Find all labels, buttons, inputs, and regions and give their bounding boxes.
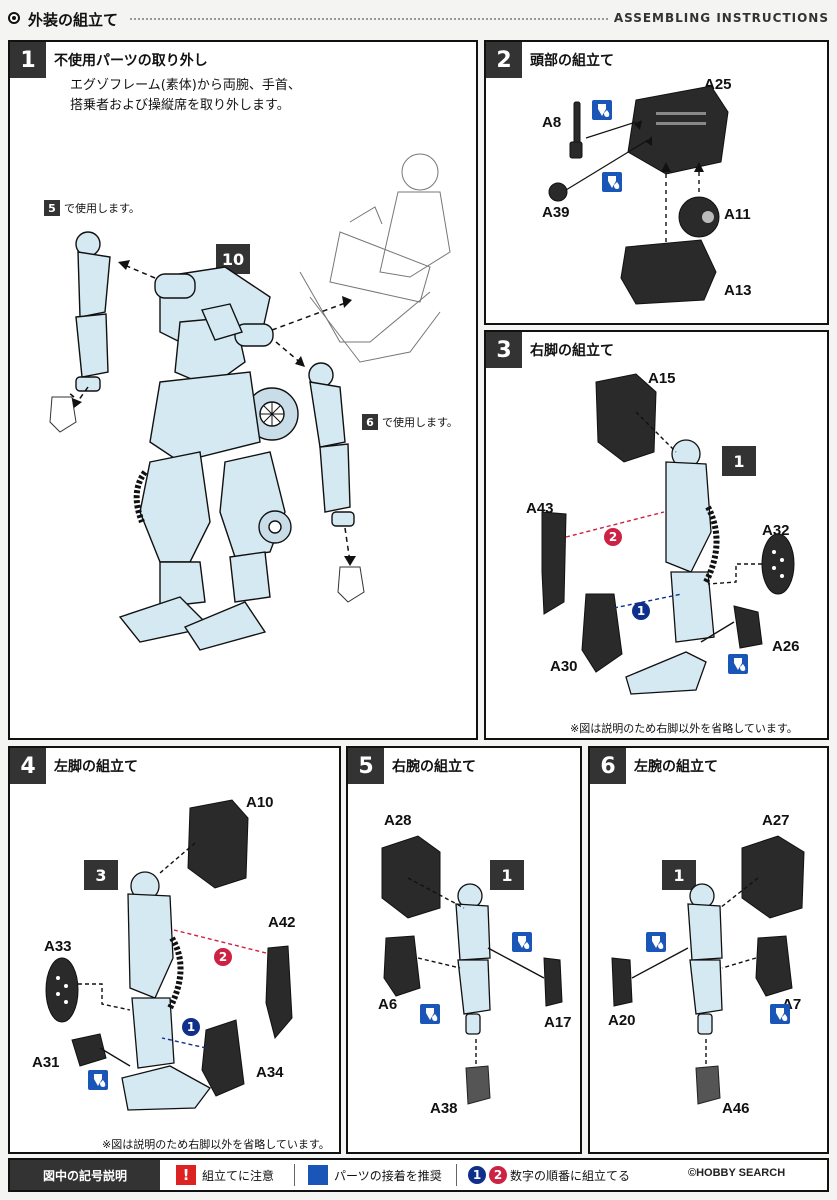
legend-glue-text: パーツの接着を推奨 [334, 1168, 442, 1183]
glue-icon [308, 1165, 328, 1185]
step-number: 6 [590, 748, 626, 784]
glue-icon [592, 100, 612, 120]
part-label-a42: A42 [268, 914, 296, 931]
step-number: 5 [348, 748, 384, 784]
part-label-a38: A38 [430, 1100, 458, 1117]
step-desc-line1: エグゾフレーム(素体)から両腕、手首、 [70, 78, 301, 93]
usage-note-text: で使用します。 [64, 202, 140, 215]
step-ref-box: 3 [84, 860, 118, 890]
head-assembly-illustration [548, 85, 729, 305]
step-3-panel: 3 右脚の組立て 1 A15 A43 A32 A30 A26 2 1 ※図は説明… [484, 330, 829, 740]
right-leg-illustration [541, 373, 795, 695]
usage-note-step5: 5 で使用します。 [44, 200, 140, 216]
legend-divider [456, 1164, 457, 1186]
right-arm-illustration [381, 835, 563, 1105]
page-subtitle: ASSEMBLING INSTRUCTIONS [613, 11, 829, 25]
usage-note-step6: 6 で使用します。 [362, 414, 458, 430]
part-label-a33: A33 [44, 938, 72, 955]
part-label-a46: A46 [722, 1100, 750, 1117]
glue-icon [88, 1070, 108, 1090]
step-desc-line2: 搭乗者および操縦席を取り外します。 [70, 98, 290, 113]
part-label-a15: A15 [648, 370, 676, 387]
step-5-panel: 5 右腕の組立て 1 A28 A6 A17 A38 [346, 746, 582, 1154]
legend-glue: パーツの接着を推奨 [308, 1160, 442, 1190]
header-divider [130, 18, 608, 20]
step-title: 頭部の組立て [530, 53, 614, 69]
step-2-panel: 2 頭部の組立て A25 A8 A39 A11 A13 [484, 40, 829, 325]
legend-caution-text: 組立てに注意 [202, 1168, 275, 1183]
order-2-marker: 2 [214, 948, 232, 966]
step-ref-box: 1 [490, 860, 524, 890]
usage-note-text: で使用します。 [382, 416, 458, 429]
legend-caution: ! 組立てに注意 [176, 1160, 274, 1190]
step-ref-mini: 6 [362, 414, 378, 430]
warning-icon: ! [176, 1165, 196, 1185]
page-title: 外装の組立て [28, 11, 119, 29]
step-1-panel: 1 不使用パーツの取り外し エグゾフレーム(素体)から両腕、手首、 搭乗者および… [8, 40, 478, 740]
part-label-a6: A6 [378, 996, 398, 1013]
brand-watermark: ©HOBBY SEARCH [688, 1167, 786, 1179]
part-label-a31: A31 [32, 1054, 60, 1071]
step-title: 右脚の組立て [530, 343, 614, 359]
part-label-a10: A10 [246, 794, 274, 811]
step-title: 不使用パーツの取り外し [54, 53, 208, 69]
legend-order: 1 2 数字の順番に組立てる [468, 1160, 630, 1190]
step-6-panel: 6 左腕の組立て 1 A27 A20 A7 A46 [588, 746, 829, 1154]
step-number: 2 [486, 42, 522, 78]
legend-heading: 図中の記号説明 [10, 1160, 160, 1190]
part-label-a39: A39 [542, 204, 570, 221]
part-label-a8: A8 [542, 114, 562, 131]
glue-icon [728, 654, 748, 674]
step-ref-mini: 5 [44, 200, 60, 216]
part-label-a28: A28 [384, 812, 412, 829]
omission-note: ※図は説明のため右脚以外を省略しています。 [570, 722, 798, 735]
glue-icon [512, 932, 532, 952]
left-arm-illustration [611, 835, 805, 1105]
step-number: 4 [10, 748, 46, 784]
left-leg-illustration [45, 799, 293, 1111]
order-1-marker: 1 [632, 602, 650, 620]
step-number: 1 [10, 42, 46, 78]
part-label-a17: A17 [544, 1014, 572, 1031]
part-label-a11: A11 [724, 206, 751, 223]
order-2-icon: 2 [489, 1166, 507, 1184]
part-label-a30: A30 [550, 658, 578, 675]
step-ref-box: 1 [722, 446, 756, 476]
step-number: 3 [486, 332, 522, 368]
step-title: 右腕の組立て [392, 759, 476, 775]
step-4-panel: 4 左脚の組立て 3 A10 A42 A33 A31 A34 2 1 ※図は説明… [8, 746, 341, 1154]
order-1-icon: 1 [468, 1166, 486, 1184]
exoframe-disassembly-illustration [49, 153, 451, 651]
legend-divider [294, 1164, 295, 1186]
glue-icon [646, 932, 666, 952]
part-label-a26: A26 [772, 638, 800, 655]
glue-icon [420, 1004, 440, 1024]
step-ref-box: 1 [662, 860, 696, 890]
bullet-icon [8, 12, 20, 24]
part-label-a27: A27 [762, 812, 790, 829]
symbol-legend: 図中の記号説明 ! 組立てに注意 パーツの接着を推奨 1 2 数字の順番に組立て… [8, 1158, 829, 1192]
glue-icon [602, 172, 622, 192]
step-title: 左脚の組立て [54, 759, 138, 775]
part-label-a20: A20 [608, 1012, 636, 1029]
part-label-a13: A13 [724, 282, 752, 299]
order-1-marker: 1 [182, 1018, 200, 1036]
page-header: 外装の組立て ASSEMBLING INSTRUCTIONS [0, 0, 837, 36]
part-label-a34: A34 [256, 1064, 284, 1081]
glue-icon [770, 1004, 790, 1024]
step-title: 左腕の組立て [634, 759, 718, 775]
omission-note: ※図は説明のため右脚以外を省略しています。 [102, 1138, 330, 1151]
order-2-marker: 2 [604, 528, 622, 546]
legend-order-text: 数字の順番に組立てる [510, 1168, 631, 1183]
